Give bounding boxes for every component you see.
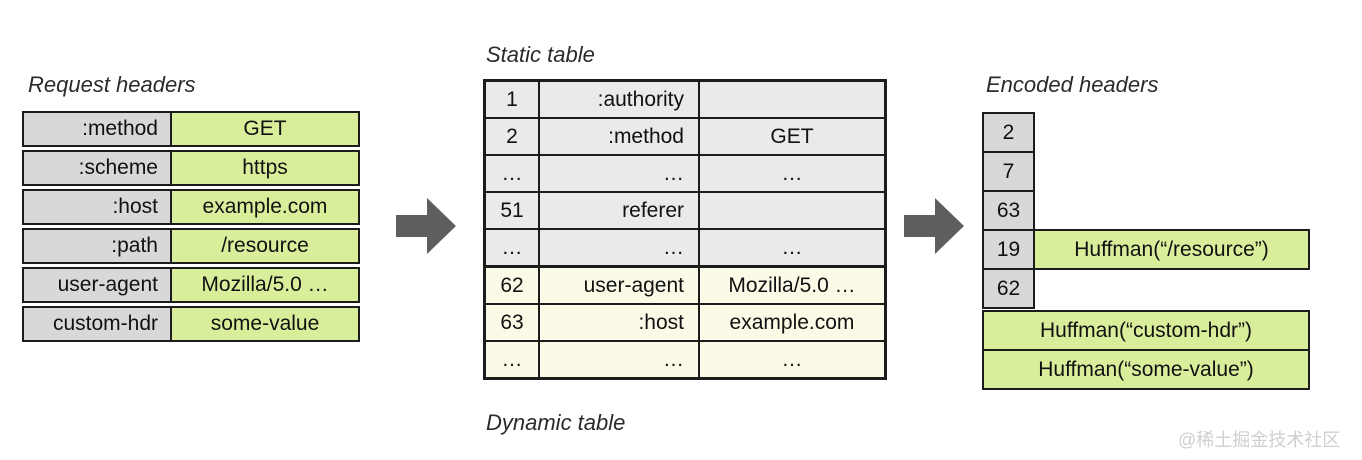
table-row: 51 referer (483, 191, 887, 230)
table-row: :path /resource (22, 228, 360, 264)
header-name-cell: :host (538, 303, 700, 342)
header-name-cell: :host (22, 189, 172, 225)
header-value-cell: GET (170, 111, 360, 147)
index-cell: 63 (483, 303, 540, 342)
header-value-cell (698, 79, 887, 119)
huffman-literal-some-value: Huffman(“some-value”) (982, 349, 1310, 390)
static-dynamic-table: 1 :authority 2 :method GET … … … 51 refe… (483, 79, 887, 380)
encoded-index-cell: 7 (982, 151, 1035, 192)
header-value-cell: some-value (170, 306, 360, 342)
index-cell: … (483, 228, 540, 268)
header-value-cell: … (698, 154, 887, 193)
huffman-literal-resource: Huffman(“/resource”) (1033, 229, 1310, 270)
index-cell: 51 (483, 191, 540, 230)
header-name-cell: :authority (538, 79, 700, 119)
header-name-cell: :scheme (22, 150, 172, 186)
index-cell: 2 (483, 117, 540, 156)
table-row: … … … (483, 340, 887, 380)
encoded-index-cell: 2 (982, 112, 1035, 153)
request-headers-label: Request headers (28, 72, 196, 97)
header-name-cell: user-agent (22, 267, 172, 303)
static-table-label: Static table (486, 42, 595, 67)
table-row: :host example.com (22, 189, 360, 225)
table-row: 63 :host example.com (483, 303, 887, 342)
header-value-cell: … (698, 340, 887, 380)
header-value-cell: GET (698, 117, 887, 156)
table-row: :scheme https (22, 150, 360, 186)
header-name-cell: :method (22, 111, 172, 147)
index-cell: 1 (483, 79, 540, 119)
header-value-cell: Mozilla/5.0 … (698, 265, 887, 305)
header-value-cell (698, 191, 887, 230)
header-name-cell: custom-hdr (22, 306, 172, 342)
encoded-index-cell: 63 (982, 190, 1035, 231)
dynamic-table-label: Dynamic table (486, 410, 626, 435)
encoded-index-column: 2 7 63 19 62 (982, 112, 1035, 309)
header-value-cell: … (698, 228, 887, 268)
right-arrow-icon (904, 198, 964, 254)
huffman-literal-custom-hdr: Huffman(“custom-hdr”) (982, 310, 1310, 351)
header-name-cell: … (538, 340, 700, 380)
table-row: … … … (483, 154, 887, 193)
table-row: custom-hdr some-value (22, 306, 360, 342)
encoded-index-cell: 19 (982, 229, 1035, 270)
encoded-literal-stack: Huffman(“custom-hdr”) Huffman(“some-valu… (982, 310, 1310, 390)
table-row: 1 :authority (483, 79, 887, 119)
header-value-cell: Mozilla/5.0 … (170, 267, 360, 303)
header-name-cell: … (538, 228, 700, 268)
header-name-cell: :path (22, 228, 172, 264)
header-value-cell: example.com (170, 189, 360, 225)
right-arrow-icon (396, 198, 456, 254)
index-cell: 62 (483, 265, 540, 305)
request-headers-table: :method GET :scheme https :host example.… (22, 111, 360, 345)
table-row: … … … (483, 228, 887, 268)
table-row: user-agent Mozilla/5.0 … (22, 267, 360, 303)
watermark: @稀土掘金技术社区 (1178, 430, 1341, 450)
table-row: 2 :method GET (483, 117, 887, 156)
header-value-cell: /resource (170, 228, 360, 264)
header-name-cell: referer (538, 191, 700, 230)
encoded-index-cell: 62 (982, 268, 1035, 309)
header-name-cell: :method (538, 117, 700, 156)
index-cell: … (483, 154, 540, 193)
table-row: 62 user-agent Mozilla/5.0 … (483, 265, 887, 305)
encoded-headers-label: Encoded headers (986, 72, 1159, 97)
header-name-cell: … (538, 154, 700, 193)
header-value-cell: https (170, 150, 360, 186)
index-cell: … (483, 340, 540, 380)
table-row: :method GET (22, 111, 360, 147)
header-value-cell: example.com (698, 303, 887, 342)
header-name-cell: user-agent (538, 265, 700, 305)
